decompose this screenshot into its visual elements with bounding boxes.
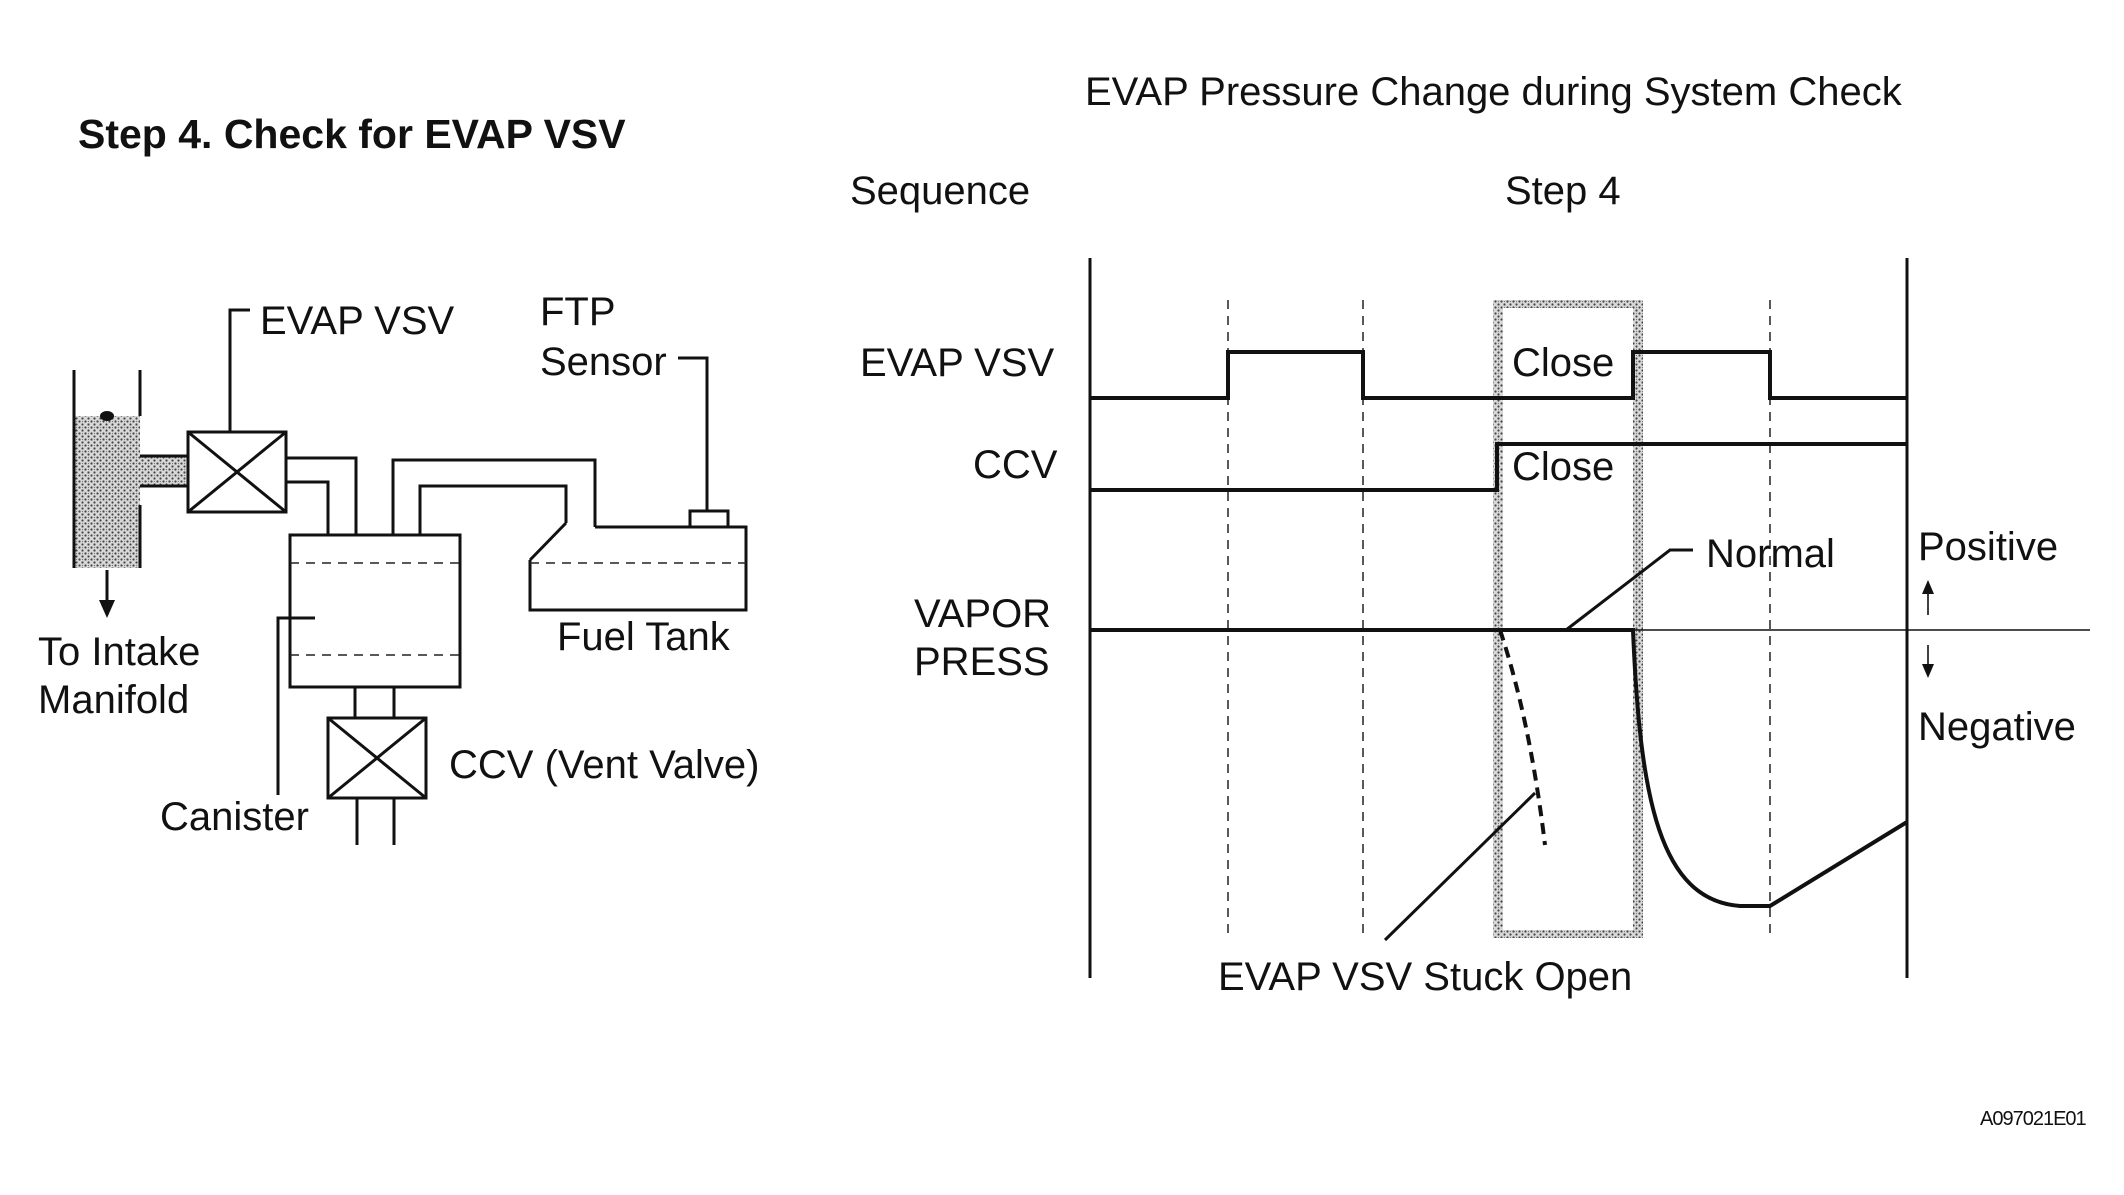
evap-vsv-label: EVAP VSV [260, 299, 455, 343]
fuel-tank-label: Fuel Tank [557, 615, 731, 659]
ccv-vent-valve-icon [326, 716, 428, 800]
sequence-label: Sequence [850, 169, 1030, 213]
vsv-close-label: Close [1512, 341, 1614, 385]
step4-band-top [1493, 300, 1643, 308]
positive-label: Positive [1918, 525, 2058, 569]
step4-band-right [1633, 300, 1643, 938]
canister-icon [288, 533, 462, 689]
step4-band-bottom [1493, 930, 1643, 938]
evap-vsv-signal [1090, 350, 1907, 400]
schematic-title: Step 4. Check for EVAP VSV [78, 111, 626, 157]
ccv-label: CCV (Vent Valve) [449, 743, 760, 787]
down-arrow-icon [99, 570, 115, 618]
step-label: Step 4 [1505, 169, 1621, 213]
ftp-label-2: Sensor [540, 340, 667, 384]
negative-label: Negative [1918, 705, 2076, 749]
polarity-arrows-icon [1922, 580, 1934, 678]
step4-band-left [1493, 300, 1503, 938]
row-label-evap-vsv: EVAP VSV [860, 341, 1055, 385]
chart-title: EVAP Pressure Change during System Check [1085, 70, 1903, 114]
intake-manifold-column [74, 416, 140, 568]
row-label-vapor-2: PRESS [914, 640, 1050, 684]
evap-vsv-valve-icon [186, 430, 288, 514]
vapor-pressure-curve [1090, 628, 1909, 908]
intake-label-2: Manifold [38, 678, 189, 722]
ccv-close-label: Close [1512, 445, 1614, 489]
normal-label: Normal [1706, 532, 1835, 576]
fuel-tank-icon [528, 509, 748, 612]
stuck-open-label: EVAP VSV Stuck Open [1218, 955, 1632, 999]
canister-label: Canister [160, 795, 309, 839]
timing-chart: EVAP Pressure Change during System Check… [850, 70, 2090, 999]
figure-code: A097021E01 [1980, 1108, 2087, 1130]
intake-label-1: To Intake [38, 630, 200, 674]
evap-schematic: Step 4. Check for EVAP VSV To Intake Man… [38, 111, 760, 845]
row-label-ccv: CCV [973, 443, 1058, 487]
ftp-label-1: FTP [540, 290, 616, 334]
row-label-vapor-1: VAPOR [914, 592, 1051, 636]
vsv-vacuum-passage [140, 456, 188, 486]
ccv-signal [1090, 442, 1907, 492]
stuck-open-curve [1498, 629, 1547, 846]
